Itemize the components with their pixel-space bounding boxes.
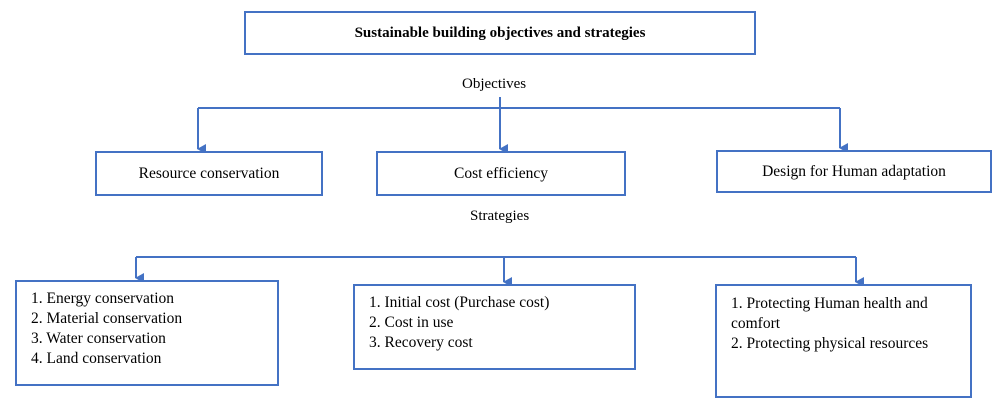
objective-resource-conservation: Resource conservation — [95, 151, 323, 196]
strategy-box-human: 1. Protecting Human health and comfort 2… — [715, 284, 972, 398]
strategy-item: 1. Initial cost (Purchase cost) — [369, 294, 550, 311]
strategy-item: 4. Land conservation — [31, 350, 162, 367]
strategies-label: Strategies — [470, 208, 530, 224]
strategy-item: 3. Water conservation — [31, 330, 166, 347]
diagram-title: Sustainable building objectives and stra… — [244, 11, 756, 55]
strategy-box-resource: 1. Energy conservation 2. Material conse… — [15, 280, 279, 386]
objectives-label: Objectives — [462, 76, 527, 92]
objective-human-adaptation: Design for Human adaptation — [716, 150, 992, 193]
strategy-item: 1. Protecting Human health and comfort — [731, 295, 928, 332]
strategy-item: 2. Cost in use — [369, 314, 454, 331]
strategy-item: 2. Material conservation — [31, 310, 183, 327]
strategy-item: 2. Protecting physical resources — [731, 335, 929, 352]
strategy-item: 1. Energy conservation — [31, 290, 175, 307]
strategy-box-cost: 1. Initial cost (Purchase cost) 2. Cost … — [353, 284, 636, 370]
strategy-item: 3. Recovery cost — [369, 334, 473, 351]
objective-cost-efficiency: Cost efficiency — [376, 151, 626, 196]
